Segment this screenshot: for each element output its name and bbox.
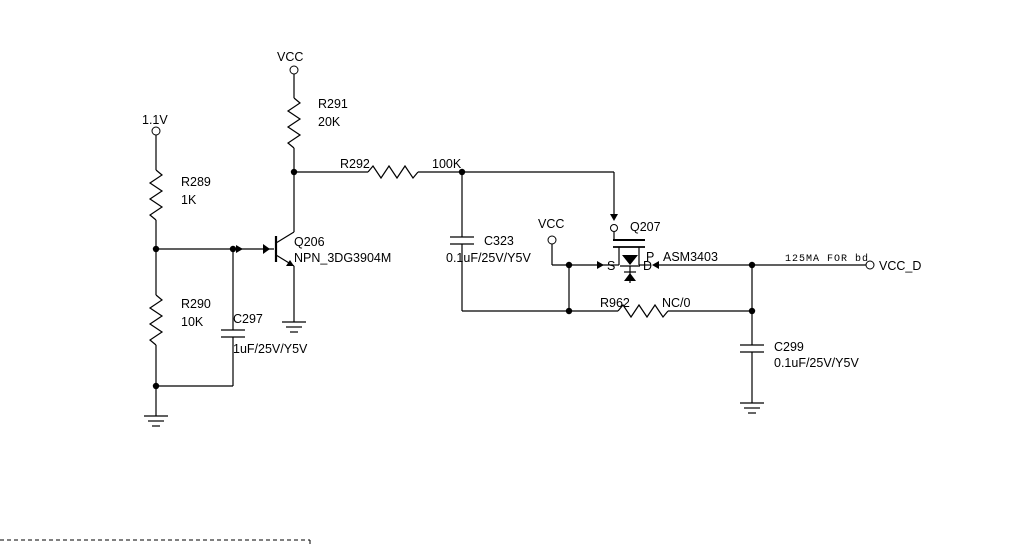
ground-right-symbol xyxy=(740,402,764,414)
c299-symbol xyxy=(740,344,764,353)
c323-ref: C323 xyxy=(484,234,514,248)
q207-pin-p: P xyxy=(646,250,654,264)
vcc-mid-net: VCC xyxy=(538,217,564,245)
r289-ref: R289 xyxy=(181,175,211,189)
v1-1-net: 1.1V xyxy=(142,113,168,136)
c299-value: 0.1uF/25V/Y5V xyxy=(774,356,859,370)
q206-symbol xyxy=(263,231,295,267)
q207-ref: Q207 xyxy=(630,220,661,234)
c299-ref: C299 xyxy=(774,340,804,354)
r291-ref: R291 xyxy=(318,97,348,111)
c297-value: 1uF/25V/Y5V xyxy=(233,342,308,356)
vcc-top-net: VCC xyxy=(277,50,303,75)
vcc-mid-label: VCC xyxy=(538,217,564,231)
current-annotation: 125MA FOR bd xyxy=(785,253,869,265)
q206-value: NPN_3DG3904M xyxy=(294,251,391,265)
vcc-d-label: VCC_D xyxy=(879,259,921,273)
c323-value: 0.1uF/25V/Y5V xyxy=(446,251,531,265)
r289-symbol xyxy=(148,169,164,221)
c323-symbol xyxy=(450,236,474,245)
q206-ref: Q206 xyxy=(294,235,325,249)
ground-left-symbol xyxy=(144,415,168,427)
r290-ref: R290 xyxy=(181,297,211,311)
vcc-d-net: VCC_D xyxy=(865,259,921,273)
vcc-top-label: VCC xyxy=(277,50,303,64)
r962-ref: R962 xyxy=(600,296,630,310)
r292-ref: R292 xyxy=(340,157,370,171)
c297-symbol xyxy=(221,329,245,338)
q207-pin-d: D xyxy=(643,259,652,273)
q207-symbol xyxy=(608,232,651,283)
r291-value: 20K xyxy=(318,115,341,129)
c297-ref: C297 xyxy=(233,312,263,326)
r289-value: 1K xyxy=(181,193,197,207)
v1-1-label: 1.1V xyxy=(142,113,168,127)
r292-symbol xyxy=(367,164,419,180)
r291-symbol xyxy=(286,97,302,149)
r290-symbol xyxy=(148,294,164,346)
r292-value: 100K xyxy=(432,157,462,171)
q207-pin-s: S xyxy=(607,259,615,273)
r962-symbol xyxy=(617,303,669,319)
q207-value: ASM3403 xyxy=(663,250,718,264)
r962-value: NC/0 xyxy=(662,296,691,310)
dashed-border xyxy=(0,539,311,545)
ground-mid-symbol xyxy=(282,321,306,333)
r290-value: 10K xyxy=(181,315,204,329)
